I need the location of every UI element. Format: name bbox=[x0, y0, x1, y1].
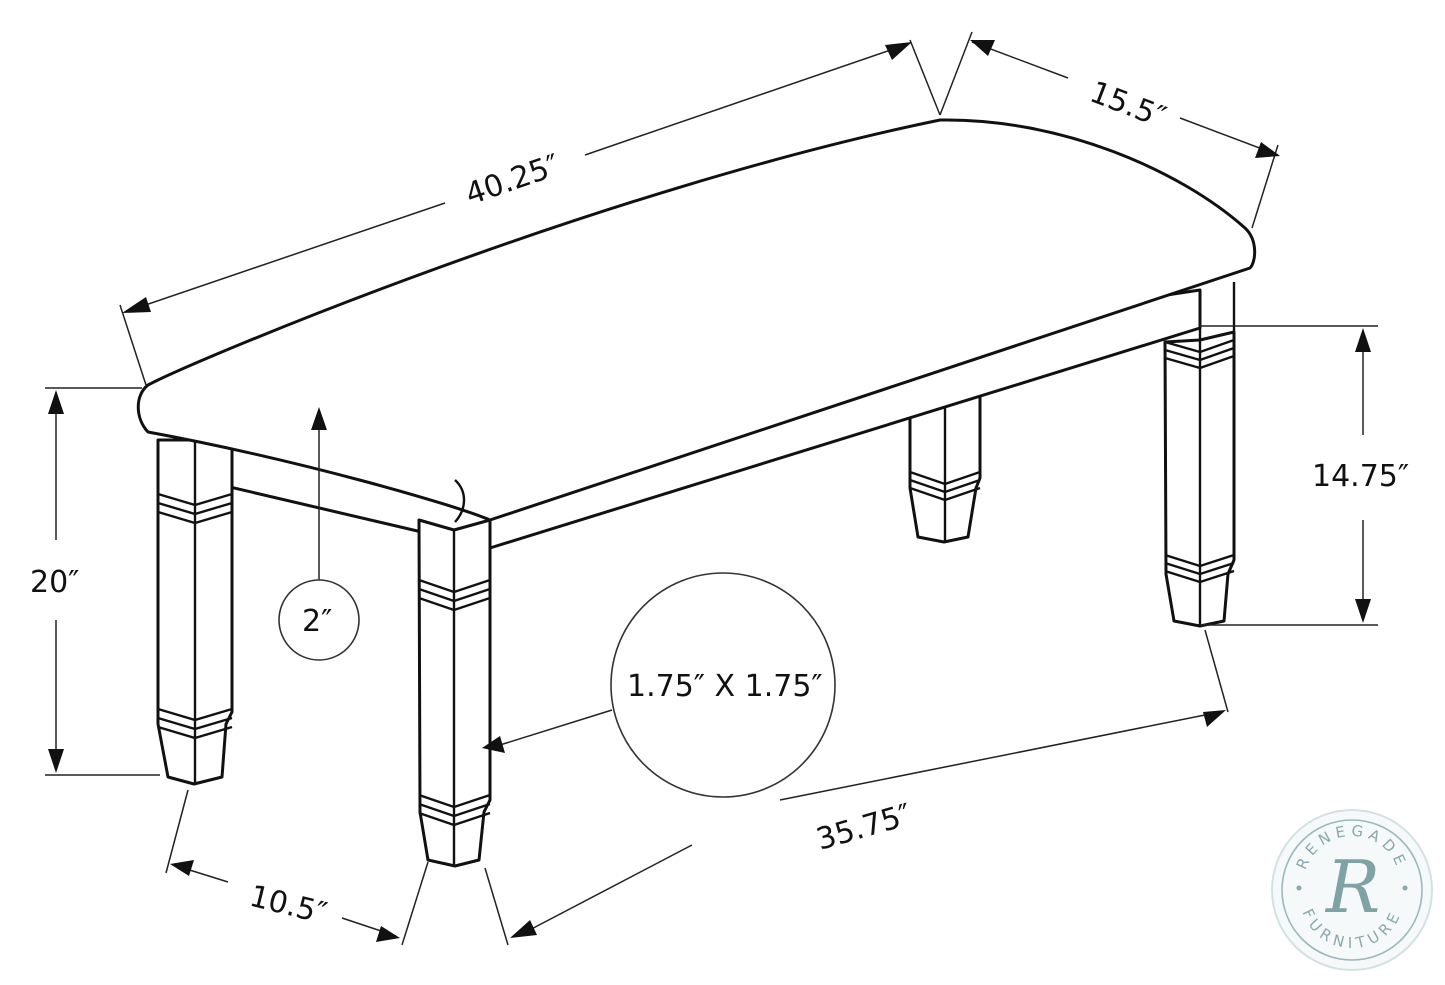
dimension-seat-thickness: 2″ bbox=[278, 407, 360, 661]
dimension-leg-span-length: 35.75″ bbox=[484, 629, 1229, 946]
dimension-overall-height: 20″ bbox=[30, 387, 160, 776]
front-left-leg bbox=[156, 438, 234, 786]
renegade-furniture-watermark: RENEGADE FURNITURE R bbox=[1271, 809, 1433, 971]
dimension-under-seat-clearance: 14.75″ bbox=[1200, 325, 1409, 626]
watermark-monogram: R bbox=[1324, 845, 1380, 929]
dimension-label-length: 40.25″ bbox=[461, 148, 564, 213]
leg-size-callout bbox=[610, 572, 836, 798]
dimension-label-leg-size: 1.75″ X 1.75″ bbox=[627, 669, 823, 704]
dimension-label-leg-span-length: 35.75″ bbox=[813, 797, 916, 857]
dimension-label-leg-span-depth: 10.5″ bbox=[246, 879, 330, 932]
rear-right-leg bbox=[908, 393, 982, 544]
dimension-label-depth: 15.5″ bbox=[1085, 75, 1170, 136]
front-corner-leg bbox=[417, 518, 492, 868]
dimension-label-height: 20″ bbox=[30, 565, 79, 600]
dimension-leg-span-depth: 10.5″ bbox=[165, 789, 429, 946]
dimension-label-seat-thickness: 2″ bbox=[302, 604, 332, 639]
bench-seat bbox=[136, 118, 1257, 523]
back-right-leg bbox=[1163, 282, 1236, 628]
dimension-label-clearance: 14.75″ bbox=[1312, 459, 1409, 494]
seat-thickness-callout bbox=[278, 579, 360, 661]
dimension-leg-size: 1.75″ X 1.75″ bbox=[482, 572, 836, 798]
